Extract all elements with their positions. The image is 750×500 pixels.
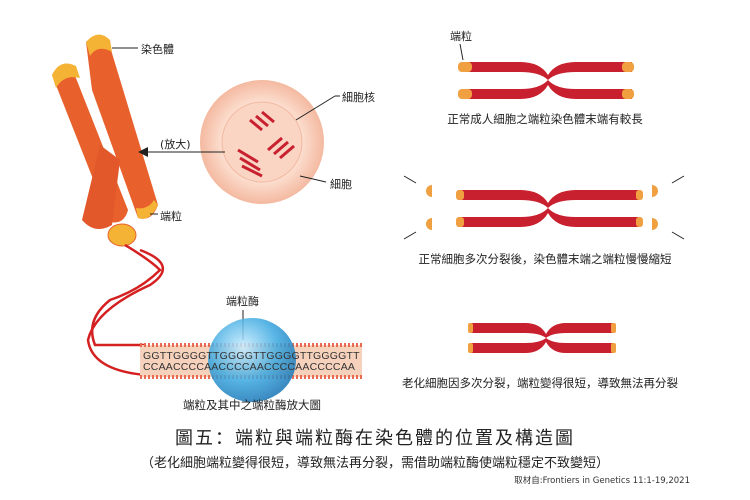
label-telomere-right: 端粒	[450, 30, 472, 43]
figure-subtitle: （老化細胞端粒變得很短，導致無法再分裂，需借助端粒酶使端粒穩定不致變短）	[140, 456, 610, 471]
caption-normal-adult: 正常成人細胞之端粒染色體末端有較長	[447, 112, 643, 126]
chromosome-dividing	[403, 175, 685, 240]
magnify-arrow-icon	[138, 147, 148, 157]
chromosome-x	[52, 34, 158, 247]
telomerase-enzyme	[208, 318, 296, 402]
dna-top-strand: GGTTGGGGTTGGGGTTGGGGTTGGGGTT	[143, 350, 360, 362]
label-magnify: (放大)	[160, 138, 191, 151]
leader-lines	[112, 47, 340, 340]
caption-zoom: 端粒及其中之端粒酶放大圖	[183, 398, 321, 412]
chromosome-normal	[458, 62, 634, 99]
label-cell: 細胞	[330, 178, 352, 191]
label-chromosome: 染色體	[141, 43, 174, 56]
figure-source: 取材自:Frontiers in Genetics 11:1-19,2021	[514, 476, 690, 486]
caption-after-division: 正常細胞多次分裂後，染色體末端之端粒慢慢縮短	[418, 252, 672, 266]
figure-title: 圖五：端粒與端粒酶在染色體的位置及構造圖	[175, 428, 575, 449]
caption-aged: 老化細胞因多次分裂，端粒變得很短，導致無法再分裂	[402, 376, 678, 390]
label-telomere-left: 端粒	[160, 210, 182, 223]
dna-bottom-strand: CCAACCCCAACCCCAACCCCAACCCCAA	[143, 361, 356, 373]
cell	[200, 80, 324, 204]
label-nucleus: 細胞核	[342, 91, 375, 104]
dna-helix	[86, 243, 165, 377]
chromosome-aged	[468, 323, 616, 353]
label-telomerase: 端粒酶	[226, 295, 259, 308]
